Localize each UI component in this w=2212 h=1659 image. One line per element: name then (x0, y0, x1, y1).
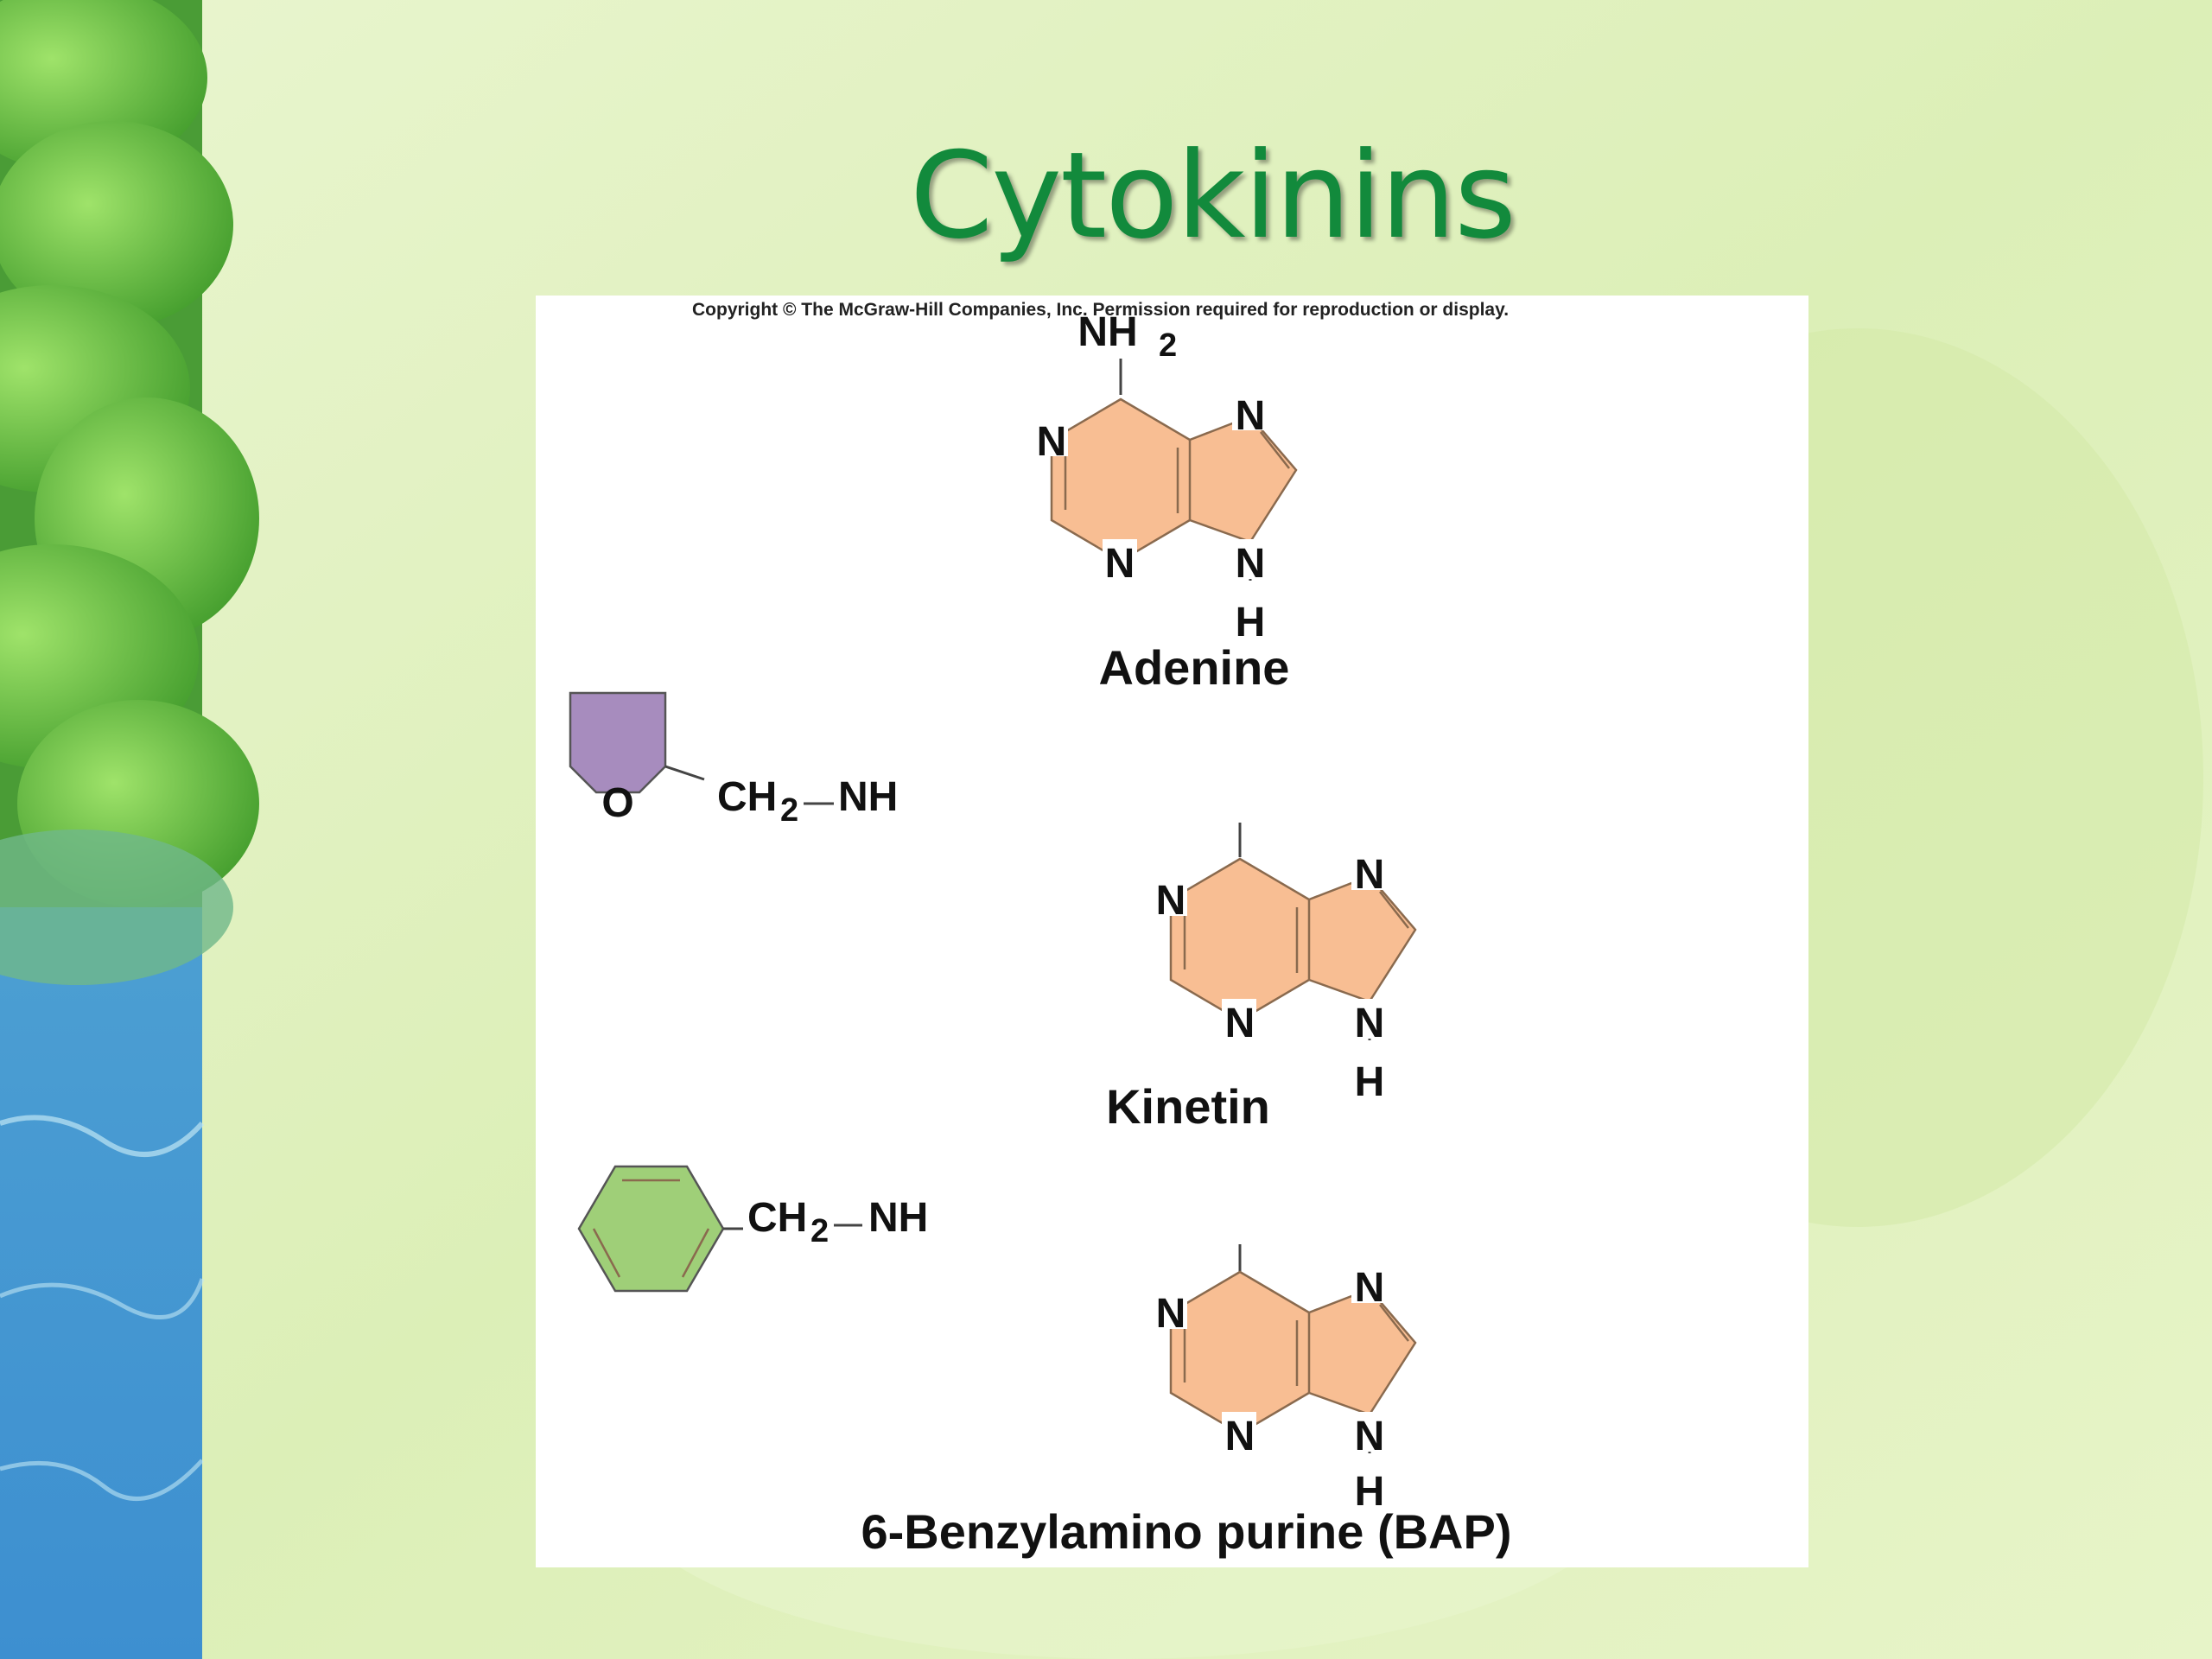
atom-label: NH (1077, 309, 1137, 355)
atom-label: CH (747, 1195, 807, 1241)
copyright-notice: Copyright © The McGraw-Hill Companies, I… (692, 300, 1509, 320)
atom-label: N (1156, 878, 1186, 924)
atom-label: N (1236, 393, 1266, 439)
atom-subscript: 2 (810, 1213, 829, 1249)
kinetin-structure: O CH 2 NH N N N N H Kinetin (569, 691, 1417, 1134)
atom-label: NH (838, 774, 898, 820)
atom-label: N (1037, 419, 1067, 465)
molecule-name: 6-Benzylamino purine (BAP) (861, 1504, 1512, 1559)
molecule-name: Kinetin (1106, 1079, 1270, 1134)
atom-label: H (1236, 600, 1266, 645)
atom-label: N (1355, 1001, 1385, 1046)
atom-label: N (1355, 852, 1385, 898)
cytokinin-structures-figure: Copyright © The McGraw-Hill Companies, I… (569, 300, 1512, 1559)
benzene-ring (577, 1165, 725, 1293)
figure-panel: Copyright © The McGraw-Hill Companies, I… (536, 296, 1808, 1567)
atom-label: N (1355, 1414, 1385, 1459)
adenine-structure: NH 2 N N N N H Adenine (1033, 309, 1298, 695)
atom-label: O (601, 780, 633, 826)
atom-label: NH (868, 1195, 928, 1241)
atom-label: N (1156, 1291, 1186, 1337)
atom-subscript: 2 (780, 792, 798, 829)
atom-label: H (1355, 1469, 1385, 1515)
atom-label: N (1236, 541, 1266, 587)
atom-label: N (1225, 1414, 1255, 1459)
atom-label: N (1225, 1001, 1255, 1046)
atom-subscript: 2 (1159, 327, 1177, 364)
molecule-name: Adenine (1099, 640, 1290, 695)
atom-label: N (1105, 541, 1135, 587)
atom-label: H (1355, 1059, 1385, 1105)
atom-label: N (1355, 1265, 1385, 1311)
furan-ring (569, 691, 667, 794)
atom-label: CH (717, 774, 777, 820)
bap-structure: CH 2 NH N N N N H 6-Benzylamino purine (… (577, 1165, 1512, 1559)
slide-title: Cytokinins (910, 126, 1516, 265)
